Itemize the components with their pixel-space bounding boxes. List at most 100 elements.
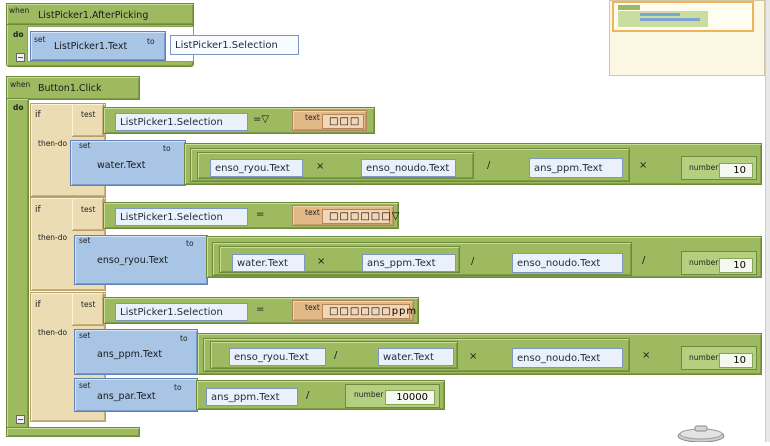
set-target: ans_ppm.Text (97, 349, 163, 360)
collapse-icon[interactable] (16, 415, 25, 424)
set-target: ans_par.Text (97, 391, 156, 402)
number-value-3[interactable]: 10 (719, 353, 753, 368)
thendo-label: then-do (38, 328, 68, 337)
value-label: water.Text (383, 351, 434, 363)
test-label: test (81, 110, 96, 119)
getter-2c[interactable]: enso_noudo.Text (512, 253, 623, 273)
minimap-block-preview (640, 18, 700, 21)
getter-4a[interactable]: ans_ppm.Text (206, 388, 298, 406)
test-socket-1 (72, 103, 104, 137)
test-socket-3 (72, 292, 104, 326)
value-label: ans_ppm.Text (367, 257, 436, 269)
op-symbol: × (316, 161, 325, 172)
event-title: ListPicker1.AfterPicking (38, 10, 149, 21)
value-label: ans_ppm.Text (534, 162, 603, 174)
when-label: when (10, 80, 31, 89)
set-block-2[interactable] (74, 235, 208, 285)
if-label: if (35, 300, 41, 310)
if-label: if (35, 205, 41, 215)
do-label: do (13, 103, 24, 112)
workspace-minimap[interactable] (609, 0, 765, 76)
set-label: set (34, 35, 46, 44)
text-value-3[interactable]: □□□□□□ppm (322, 304, 416, 319)
value-label: 10000 (396, 392, 428, 403)
test-socket-2 (72, 197, 104, 231)
set-block-4[interactable] (74, 378, 198, 412)
to-label: to (163, 144, 171, 153)
value-label: water.Text (237, 257, 288, 269)
value-label: □□□□□□▽ (329, 211, 401, 222)
set-target: water.Text (97, 160, 146, 171)
test-label: test (81, 300, 96, 309)
set-block[interactable] (30, 31, 166, 61)
number-value-4[interactable]: 10000 (385, 390, 435, 405)
getter-3c[interactable]: enso_noudo.Text (512, 348, 623, 368)
getter-1a[interactable]: enso_ryou.Text (210, 159, 303, 177)
op-symbol: × (469, 351, 478, 362)
set-label: set (79, 331, 91, 340)
vertical-scrollbar[interactable] (765, 0, 770, 442)
listpicker-selection-getter[interactable]: ListPicker1.Selection (170, 35, 299, 55)
set-target: ListPicker1.Text (54, 41, 128, 52)
trash-icon[interactable] (676, 424, 726, 443)
set-block-3[interactable] (74, 329, 198, 375)
collapse-icon[interactable] (16, 53, 25, 62)
number-value-1[interactable]: 10 (719, 163, 753, 178)
value-label: ListPicker1.Selection (175, 39, 278, 51)
op-symbol: × (639, 160, 648, 171)
selection-getter-2[interactable]: ListPicker1.Selection (115, 208, 248, 226)
selection-getter-1[interactable]: ListPicker1.Selection (115, 113, 248, 131)
set-target: enso_ryou.Text (97, 255, 168, 266)
value-label: 10 (733, 260, 746, 271)
text-label: text (305, 303, 320, 312)
event-footer (6, 427, 140, 437)
value-label: ListPicker1.Selection (120, 116, 223, 128)
set-label: set (79, 236, 91, 245)
value-label: enso_noudo.Text (517, 352, 601, 364)
text-value-1[interactable]: □□□ (322, 114, 364, 129)
to-label: to (186, 239, 194, 248)
value-label: ans_ppm.Text (211, 391, 280, 403)
minimap-block-preview (640, 13, 680, 16)
event-header-afterpicking[interactable] (6, 3, 194, 25)
value-label: enso_noudo.Text (366, 162, 450, 174)
value-label: □□□□□□ppm (329, 306, 418, 317)
getter-3a[interactable]: enso_ryou.Text (229, 348, 326, 366)
text-value-2[interactable]: □□□□□□▽ (322, 209, 399, 224)
text-label: text (305, 113, 320, 122)
op-symbol: × (317, 256, 326, 267)
to-label: to (174, 383, 182, 392)
number-label: number (689, 353, 719, 362)
number-value-2[interactable]: 10 (719, 258, 753, 273)
minimap-block-preview (618, 5, 640, 10)
op-symbol: / (487, 160, 491, 171)
getter-2a[interactable]: water.Text (232, 254, 305, 272)
number-label: number (354, 390, 384, 399)
op-symbol: / (306, 390, 310, 401)
value-label: ListPicker1.Selection (120, 211, 223, 223)
value-label: 10 (733, 355, 746, 366)
getter-1c[interactable]: ans_ppm.Text (529, 158, 623, 178)
set-block-1[interactable] (70, 140, 186, 186)
number-label: number (689, 258, 719, 267)
value-label: 10 (733, 165, 746, 176)
compare-op-1[interactable]: =▽ (253, 114, 270, 125)
selection-getter-3[interactable]: ListPicker1.Selection (115, 303, 248, 321)
do-label: do (13, 30, 24, 39)
value-label: □□□ (329, 116, 361, 127)
when-label: when (9, 6, 30, 15)
value-label: enso_ryou.Text (215, 162, 290, 174)
to-label: to (180, 334, 188, 343)
op-symbol: / (642, 255, 646, 266)
op-symbol: / (334, 350, 338, 361)
compare-op-3[interactable]: = (256, 304, 265, 315)
value-label: enso_noudo.Text (517, 257, 601, 269)
getter-3b[interactable]: water.Text (378, 348, 454, 366)
getter-2b[interactable]: ans_ppm.Text (362, 254, 456, 272)
event-block-button-click[interactable] (6, 76, 140, 100)
event-title: Button1.Click (38, 83, 102, 94)
event-spine (6, 98, 29, 435)
getter-1b[interactable]: enso_noudo.Text (361, 159, 456, 177)
value-label: ListPicker1.Selection (120, 306, 223, 318)
compare-op-2[interactable]: = (256, 209, 265, 220)
